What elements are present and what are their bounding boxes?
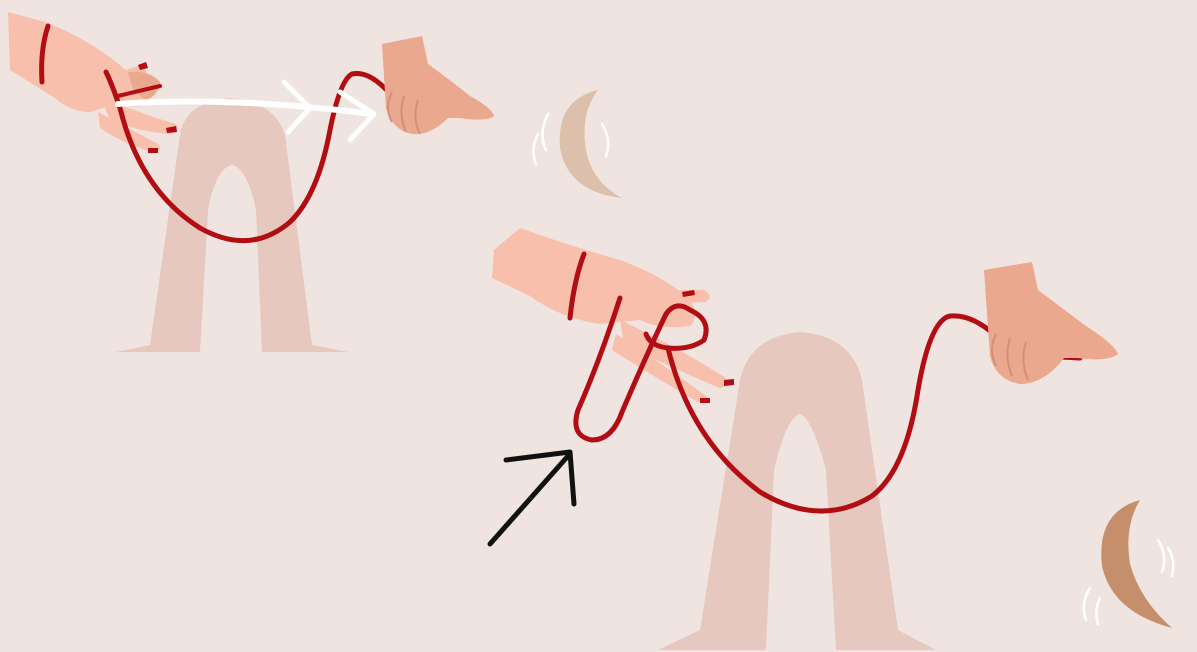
- illustration-canvas: [0, 0, 1197, 652]
